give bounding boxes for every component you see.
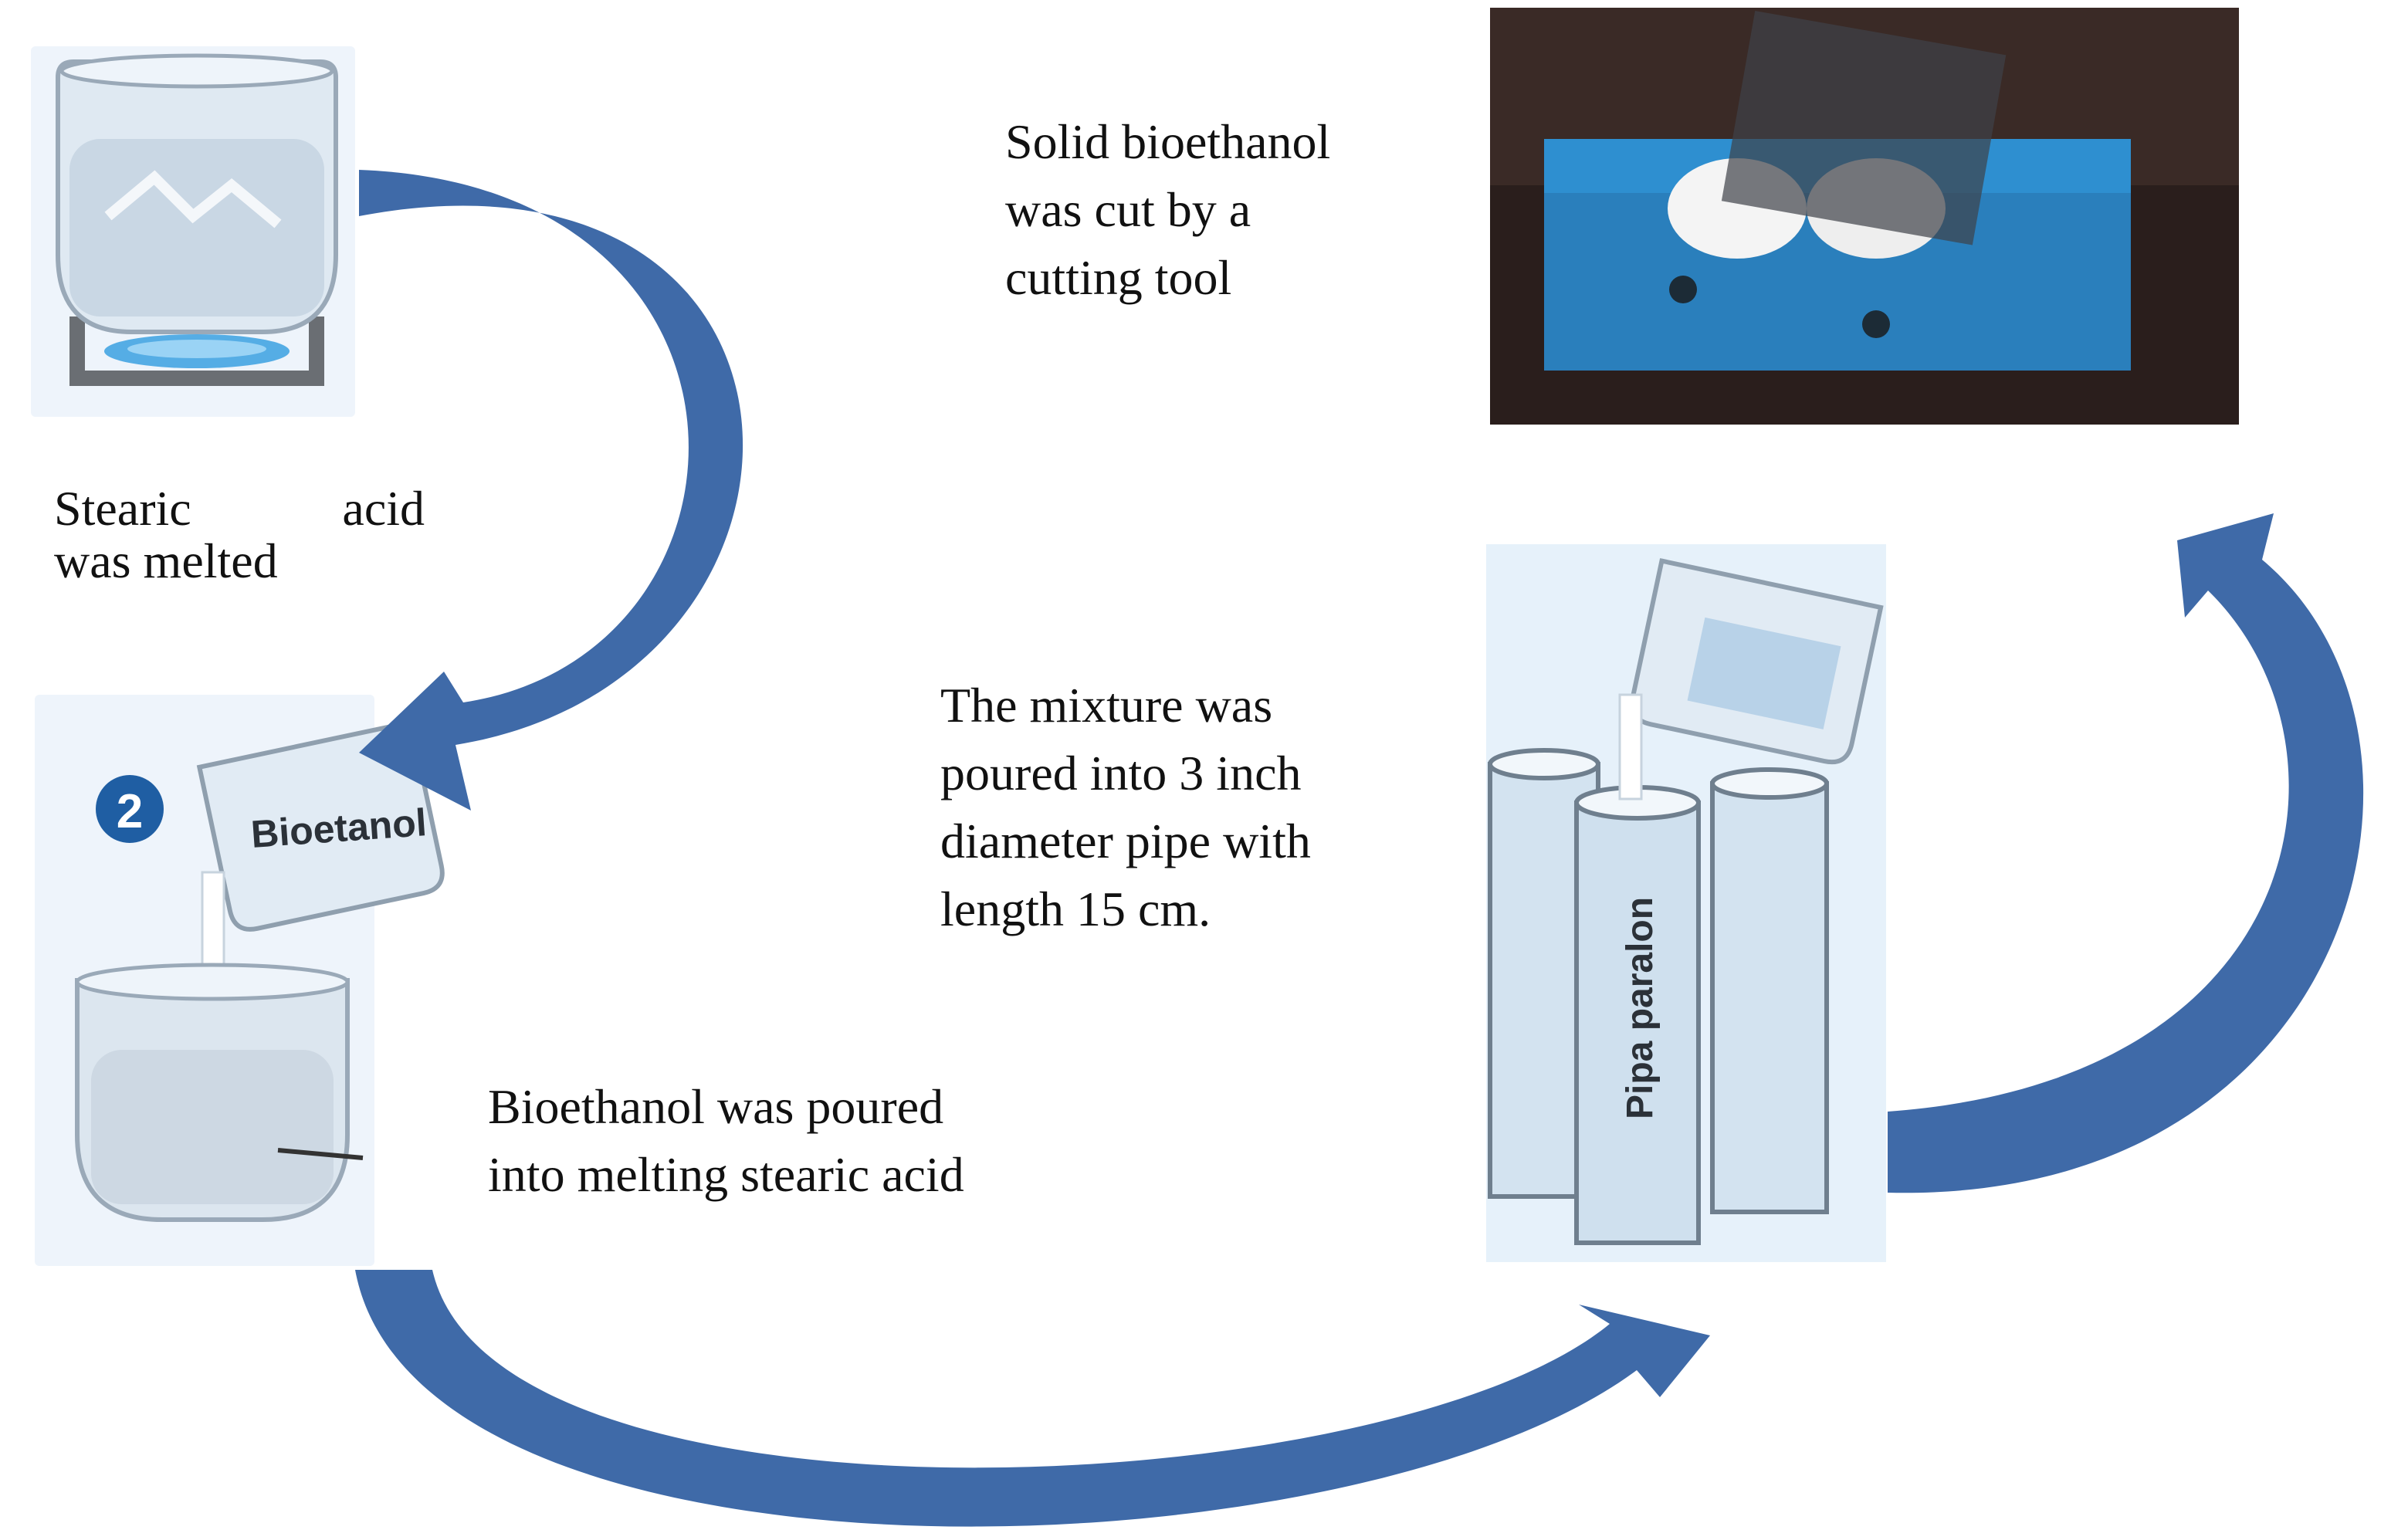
- step4-caption: Solid bioethanol was cut by a cutting to…: [1005, 108, 1330, 312]
- step2-caption-line2: into melting stearic acid: [488, 1147, 964, 1202]
- step3-caption-line1: The mixture was: [940, 678, 1273, 733]
- step4-caption-line3: cutting tool: [1005, 250, 1232, 305]
- step-badge: 2: [96, 775, 164, 843]
- step1-caption: Stearic acid was melted: [54, 475, 425, 595]
- step3-caption: The mixture was poured into 3 inch diame…: [940, 672, 1311, 943]
- step3-caption-line4: length 15 cm.: [940, 882, 1211, 936]
- melting-beaker-illustration: [31, 46, 355, 417]
- arrow-step3-to-step4: [1888, 513, 2364, 1193]
- arrow-step1-to-step2: [359, 170, 743, 811]
- pouring-beaker-illustration: [35, 695, 445, 1266]
- step3-caption-line3: diameter pipe with: [940, 814, 1311, 868]
- step1-caption-word2: acid: [342, 481, 425, 536]
- step2-caption-line1: Bioethanol was poured: [488, 1079, 944, 1134]
- cutting-tool-photo: [1490, 8, 2239, 425]
- step4-caption-line2: was cut by a: [1005, 182, 1251, 237]
- step2-caption: Bioethanol was poured into melting stear…: [488, 1073, 964, 1209]
- step-badge-number: 2: [117, 785, 143, 838]
- step3-caption-line2: poured into 3 inch: [940, 746, 1302, 800]
- step1-caption-line2: was melted: [54, 533, 278, 588]
- pipes-illustration: [1486, 544, 1886, 1262]
- step1-caption-word1: Stearic: [54, 481, 191, 536]
- step4-caption-line1: Solid bioethanol: [1005, 114, 1331, 169]
- pipe-label: Pipa paralon: [1620, 897, 1661, 1119]
- arrow-step2-to-step3: [355, 1270, 1710, 1527]
